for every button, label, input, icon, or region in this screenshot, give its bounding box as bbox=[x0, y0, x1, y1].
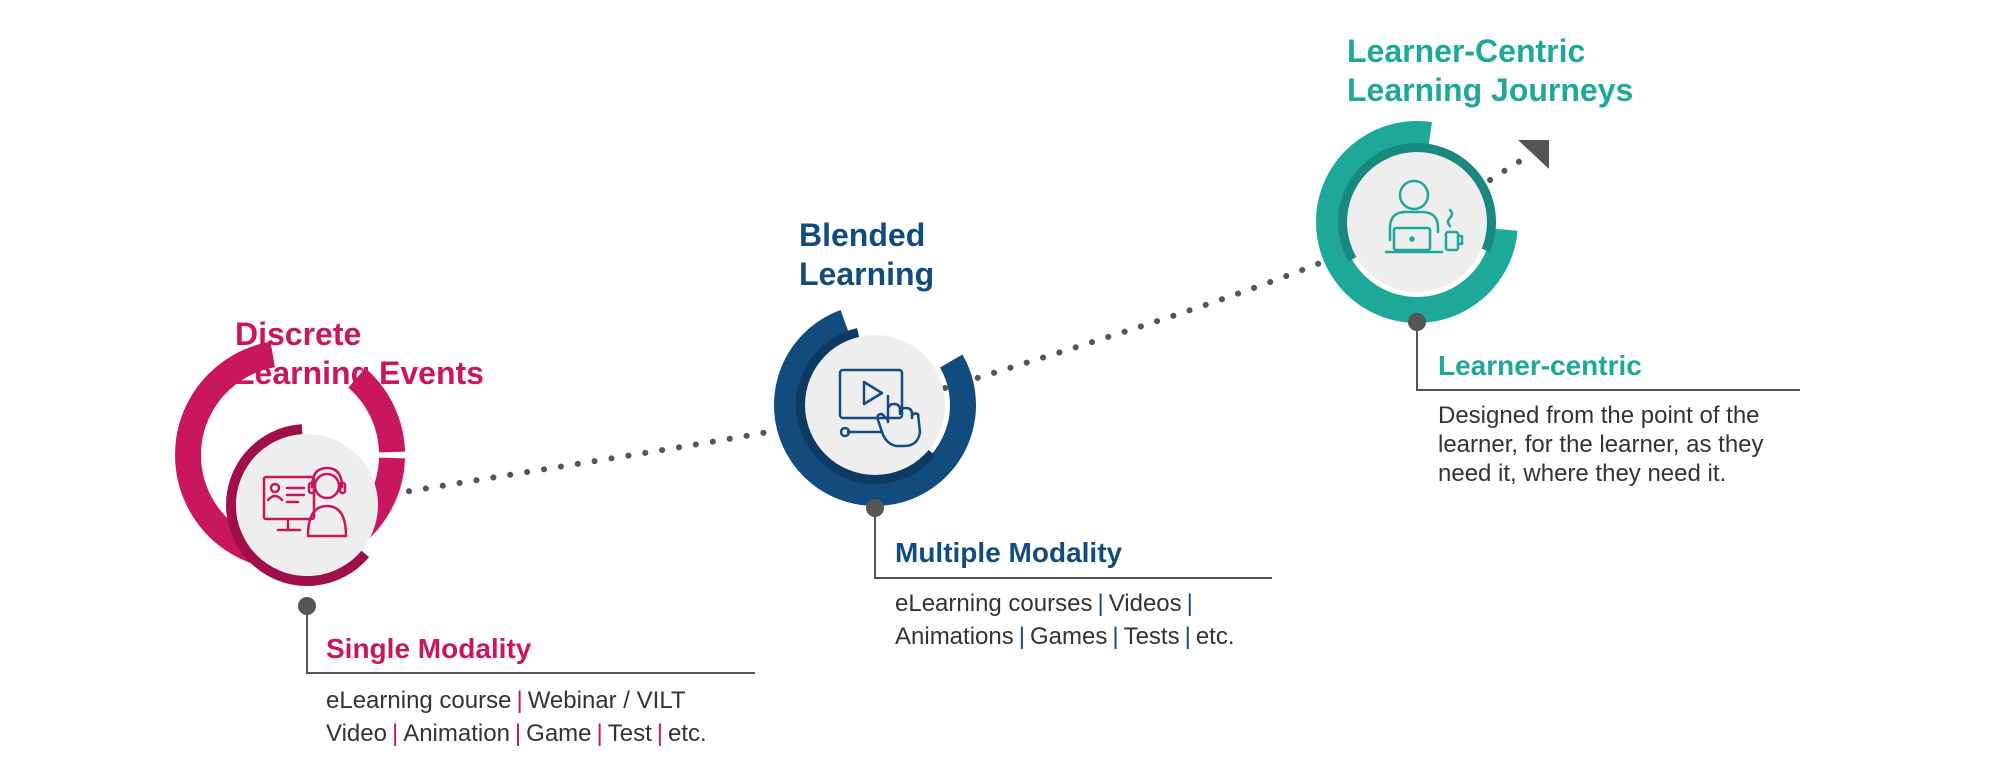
separator: | bbox=[1184, 623, 1191, 650]
stage-2-ring-outer bbox=[774, 304, 976, 506]
stage-3-disc bbox=[1347, 152, 1487, 292]
stage-3-description: Designed from the point of the learner, … bbox=[1438, 401, 1764, 488]
separator: | bbox=[516, 687, 523, 714]
dotted-progression-path bbox=[389, 252, 1343, 497]
stage-2-subtitle: Multiple Modality bbox=[895, 537, 1123, 568]
stage-2-circle bbox=[774, 304, 1272, 579]
stage-3-connector bbox=[1416, 331, 1800, 391]
stage-3-pin bbox=[1408, 313, 1426, 331]
modality-item: Games bbox=[1029, 623, 1108, 650]
stage-2-title: Blended Learning bbox=[799, 216, 934, 294]
stage-2-description: eLearning courses|Videos| Animations|Gam… bbox=[895, 587, 1235, 653]
separator: | bbox=[1018, 623, 1025, 650]
stage-1-subtitle: Single Modality bbox=[326, 633, 532, 664]
stage-1-ring-inner bbox=[226, 424, 388, 586]
stage-1-connector bbox=[306, 615, 755, 674]
stage-3-desc-line-2: learner, for the learner, as they bbox=[1438, 431, 1764, 458]
stage-1-title-line-2: Learning Events bbox=[235, 355, 484, 391]
separator: | bbox=[1097, 590, 1104, 617]
stage-1-disc bbox=[236, 434, 378, 576]
stage-1-title-line-1: Discrete bbox=[235, 316, 362, 352]
stage-1-circle bbox=[175, 340, 755, 674]
modality-item: eLearning course bbox=[326, 687, 512, 714]
stage-3-desc-line-3: need it, where they need it. bbox=[1438, 460, 1727, 487]
modality-item: Game bbox=[526, 720, 592, 747]
modality-item: Test bbox=[607, 720, 652, 747]
stage-3-title-line-1: Learner-Centric bbox=[1347, 33, 1586, 69]
separator: | bbox=[1186, 590, 1193, 617]
stage-3-title-line-2: Learning Journeys bbox=[1347, 72, 1634, 108]
stage-1-desc-line-2: Video|Animation|Game|Test|etc. bbox=[326, 717, 707, 750]
stage-2-connector bbox=[874, 517, 1272, 579]
stage-2-pin bbox=[866, 499, 884, 517]
video-click-icon bbox=[838, 368, 922, 448]
instructor-screen-icon bbox=[262, 466, 348, 538]
modality-item: etc. bbox=[668, 720, 707, 747]
separator: | bbox=[514, 720, 522, 747]
stage-1-title: Discrete Learning Events bbox=[235, 315, 484, 393]
stage-3-title: Learner-Centric Learning Journeys bbox=[1347, 32, 1633, 110]
separator: | bbox=[596, 720, 603, 747]
learner-laptop-icon bbox=[1384, 179, 1464, 254]
stage-2-disc bbox=[805, 335, 945, 475]
stage-2-title-line-2: Learning bbox=[799, 256, 935, 292]
stage-3-desc-line-1: Designed from the point of the bbox=[1438, 402, 1760, 429]
modality-item: Animation bbox=[403, 720, 510, 747]
separator: | bbox=[656, 720, 663, 747]
stage-3-subtitle: Learner-centric bbox=[1438, 350, 1642, 381]
modality-item: Tests bbox=[1123, 623, 1180, 650]
stage-2-title-line-1: Blended bbox=[799, 217, 926, 253]
stage-3-ring-inner bbox=[1338, 143, 1496, 301]
stage-1-desc-line-1: eLearning course|Webinar / VILT bbox=[326, 684, 707, 717]
stage-1-pin bbox=[298, 597, 316, 615]
separator: | bbox=[1112, 623, 1119, 650]
modality-item: Webinar / VILT bbox=[527, 687, 686, 714]
stage-3-ring-outer bbox=[1316, 121, 1518, 323]
stage-3-circle bbox=[1316, 121, 1800, 391]
modality-item: Videos bbox=[1108, 590, 1182, 617]
modality-item: Animations bbox=[895, 623, 1014, 650]
separator: | bbox=[391, 720, 399, 747]
stage-2-desc-line-1: eLearning courses|Videos| bbox=[895, 587, 1235, 620]
modality-item: Video bbox=[326, 720, 387, 747]
stage-1-description: eLearning course|Webinar / VILT Video|An… bbox=[326, 684, 707, 750]
dotted-arrow-tail bbox=[1487, 153, 1531, 183]
stage-2-desc-line-2: Animations|Games|Tests|etc. bbox=[895, 620, 1235, 653]
arrow-head-icon bbox=[1518, 140, 1549, 169]
modality-item: etc. bbox=[1195, 623, 1235, 650]
modality-item: eLearning courses bbox=[895, 590, 1093, 617]
